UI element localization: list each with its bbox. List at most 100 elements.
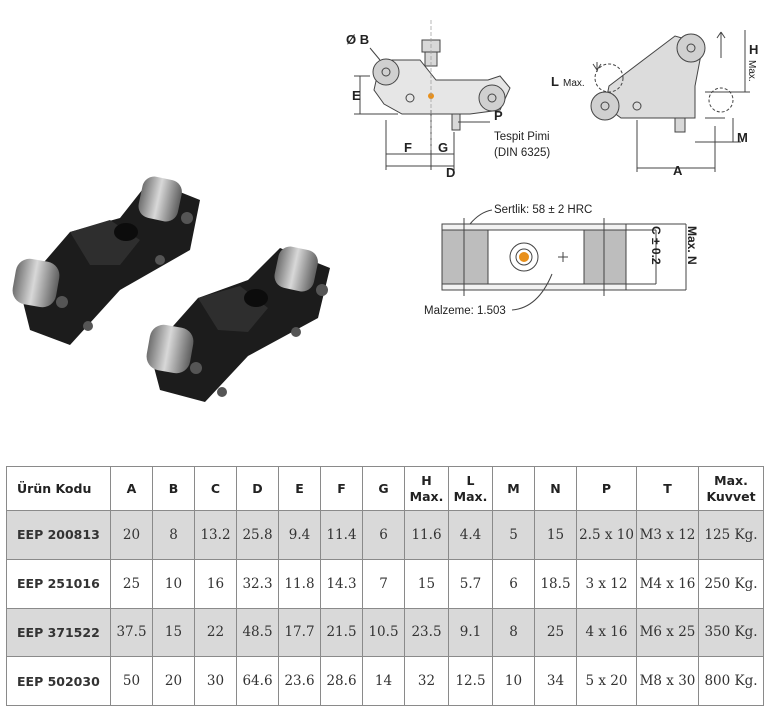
label-h: H xyxy=(749,42,758,57)
cell-a: 20 xyxy=(110,510,153,560)
cell-g: 6 xyxy=(362,510,405,560)
cell-e: 23.6 xyxy=(278,656,321,706)
cell-c: 16 xyxy=(194,558,237,609)
cell-m: 10 xyxy=(492,656,535,706)
cell-p: 5 x 20 xyxy=(576,656,637,706)
cell-h: 11.6 xyxy=(404,510,449,560)
cell-code: EEP 371522 xyxy=(6,607,111,658)
cell-n: 34 xyxy=(534,656,577,706)
cell-p: 4 x 16 xyxy=(576,607,637,658)
label-a: A xyxy=(673,163,683,178)
table-row: EEP 371522 37.5 15 22 48.5 17.7 21.5 10.… xyxy=(6,607,764,658)
header-g: G xyxy=(362,466,405,511)
cell-max-kuvvet: 800 Kg. xyxy=(698,656,764,706)
cell-t: M6 x 25 xyxy=(636,607,699,658)
cell-m: 8 xyxy=(492,607,535,658)
label-hardness: Sertlik: 58 ± 2 HRC xyxy=(494,204,592,216)
pressure-piece-left xyxy=(12,176,200,345)
cell-l: 12.5 xyxy=(448,656,493,706)
cell-f: 11.4 xyxy=(320,510,363,560)
cell-b: 10 xyxy=(152,558,195,609)
table-row: EEP 251016 25 10 16 32.3 11.8 14.3 7 15 … xyxy=(6,558,764,609)
cell-c: 22 xyxy=(194,607,237,658)
label-f: F xyxy=(404,140,412,155)
cell-f: 28.6 xyxy=(320,656,363,706)
header-d: D xyxy=(236,466,279,511)
cell-b: 15 xyxy=(152,607,195,658)
label-l: L xyxy=(551,74,559,89)
cell-t: M4 x 16 xyxy=(636,558,699,609)
pressure-piece-right xyxy=(146,246,330,402)
cell-max-kuvvet: 125 Kg. xyxy=(698,510,764,560)
header-l-max: L Max. xyxy=(448,466,493,511)
side-view-drawing: Ø B E F G D P Tespit Pimi (DIN 6325) xyxy=(346,20,550,180)
cell-l: 5.7 xyxy=(448,558,493,609)
label-d: D xyxy=(446,165,455,180)
cell-e: 11.8 xyxy=(278,558,321,609)
cell-f: 21.5 xyxy=(320,607,363,658)
label-pin-line1: Tespit Pimi xyxy=(494,131,550,143)
cell-b: 20 xyxy=(152,656,195,706)
cell-code: EEP 502030 xyxy=(6,656,111,706)
cell-n: 18.5 xyxy=(534,558,577,609)
cell-p: 2.5 x 10 xyxy=(576,510,637,560)
cell-c: 30 xyxy=(194,656,237,706)
header-t: T xyxy=(636,466,699,511)
product-image xyxy=(12,176,330,402)
header-m: M xyxy=(492,466,535,511)
label-n: Max. N xyxy=(685,226,699,265)
label-pin-line2: (DIN 6325) xyxy=(494,147,550,159)
cell-g: 14 xyxy=(362,656,405,706)
cell-t: M3 x 12 xyxy=(636,510,699,560)
header-e: E xyxy=(278,466,321,511)
header-p: P xyxy=(576,466,637,511)
cell-h: 15 xyxy=(404,558,449,609)
cell-d: 48.5 xyxy=(236,607,279,658)
cell-d: 25.8 xyxy=(236,510,279,560)
cell-f: 14.3 xyxy=(320,558,363,609)
table-row: EEP 502030 50 20 30 64.6 23.6 28.6 14 32… xyxy=(6,656,764,706)
cell-n: 25 xyxy=(534,607,577,658)
cell-t: M8 x 30 xyxy=(636,656,699,706)
front-view-drawing: L Max. H Max. M A xyxy=(551,30,758,178)
cell-c: 13.2 xyxy=(194,510,237,560)
cell-d: 32.3 xyxy=(236,558,279,609)
header-urun-kodu: Ürün Kodu xyxy=(6,466,111,511)
cell-g: 10.5 xyxy=(362,607,405,658)
cell-l: 9.1 xyxy=(448,607,493,658)
header-f: F xyxy=(320,466,363,511)
top-view-drawing: Sertlik: 58 ± 2 HRC C ± 0.2 Max. N Malze… xyxy=(424,204,699,317)
cell-code: EEP 251016 xyxy=(6,558,111,609)
cell-b: 8 xyxy=(152,510,195,560)
label-e: E xyxy=(352,88,361,103)
spec-table: Ürün Kodu A B C D E F G H Max. L Max. M … xyxy=(6,466,764,706)
header-h-max: H Max. xyxy=(404,466,449,511)
cell-h: 32 xyxy=(404,656,449,706)
cell-e: 9.4 xyxy=(278,510,321,560)
label-p: P xyxy=(494,108,503,123)
cell-max-kuvvet: 250 Kg. xyxy=(698,558,764,609)
cell-h: 23.5 xyxy=(404,607,449,658)
label-h-max: Max. xyxy=(746,60,757,82)
label-m: M xyxy=(737,130,748,145)
cell-n: 15 xyxy=(534,510,577,560)
cell-l: 4.4 xyxy=(448,510,493,560)
cell-m: 6 xyxy=(492,558,535,609)
cell-g: 7 xyxy=(362,558,405,609)
cell-a: 37.5 xyxy=(110,607,153,658)
header-a: A xyxy=(110,466,153,511)
label-g: G xyxy=(438,140,448,155)
cell-max-kuvvet: 350 Kg. xyxy=(698,607,764,658)
table-row: EEP 200813 20 8 13.2 25.8 9.4 11.4 6 11.… xyxy=(6,510,764,560)
header-n: N xyxy=(534,466,577,511)
cell-p: 3 x 12 xyxy=(576,558,637,609)
label-l-max: Max. xyxy=(563,78,585,89)
cell-m: 5 xyxy=(492,510,535,560)
header-c: C xyxy=(194,466,237,511)
cell-a: 25 xyxy=(110,558,153,609)
label-c: C ± 0.2 xyxy=(649,226,663,265)
cell-e: 17.7 xyxy=(278,607,321,658)
cell-a: 50 xyxy=(110,656,153,706)
cell-code: EEP 200813 xyxy=(6,510,111,560)
cell-d: 64.6 xyxy=(236,656,279,706)
